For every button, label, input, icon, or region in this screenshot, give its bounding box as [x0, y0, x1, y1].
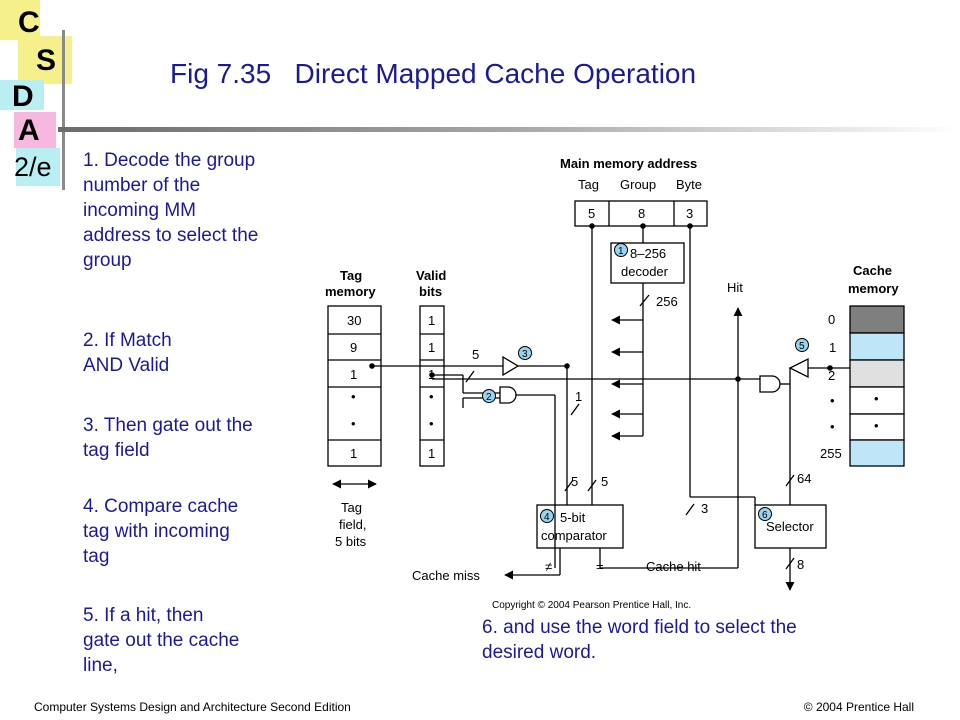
diagram-copyright: Copyright © 2004 Pearson Prentice Hall, …	[492, 600, 691, 611]
valid-value-3: •	[429, 389, 434, 404]
tag-memory-title-2: memory	[325, 284, 376, 299]
cache-index-0: 0	[828, 312, 835, 327]
cache-index-3: •	[830, 393, 835, 408]
cache-index-1: 1	[829, 340, 836, 355]
step-marker-6: 6	[762, 510, 768, 521]
bus-label-1: 1	[575, 389, 582, 404]
tag-field-note-3: 5 bits	[335, 534, 367, 549]
cache-dot-1: •	[874, 391, 879, 406]
step-6-text: 6. and use the word field to select the …	[482, 617, 797, 663]
cache-line-0	[849, 305, 905, 334]
main-memory-address-label: Main memory address	[560, 156, 697, 171]
footer-left: Computer Systems Design and Architecture…	[34, 700, 351, 714]
field-byte-width: 3	[686, 206, 693, 221]
logo-vertical-line	[62, 30, 65, 190]
valid-bits-column	[419, 305, 445, 467]
step-marker-1: 1	[618, 246, 624, 257]
cache-line-1	[849, 332, 905, 361]
tag-value-4: •	[351, 416, 356, 431]
logo-block-yellow	[0, 0, 40, 40]
step-3-text: 3. Then gate out the tag field	[83, 415, 253, 461]
logo-block-pink	[14, 112, 56, 148]
tag-value-0: 30	[347, 313, 361, 328]
bus-label-256: 256	[656, 294, 678, 309]
field-group-width: 8	[638, 206, 645, 221]
step-marker-4: 4	[544, 512, 550, 523]
step-4-text: 4. Compare cache tag with incoming tag	[83, 496, 239, 567]
decoder-label-1: 8–256	[630, 246, 666, 261]
decoder-label-2: decoder	[621, 264, 669, 279]
tag-field-note-1: Tag	[341, 500, 362, 515]
field-tag-width: 5	[588, 206, 595, 221]
cache-line-2	[849, 359, 905, 388]
tag-memory-title-1: Tag	[340, 268, 362, 283]
logo-edition: 2/e	[14, 152, 52, 182]
tag-memory-column	[327, 305, 382, 467]
not-equal-label: ≠	[545, 559, 552, 574]
cache-memory-title-1: Cache	[853, 263, 892, 278]
step-marker-5: 5	[799, 341, 805, 352]
footer-right: © 2004 Prentice Hall	[803, 700, 914, 714]
tag-field-note-2: field,	[339, 517, 366, 532]
bus-label-3: 3	[701, 501, 708, 516]
field-byte-label: Byte	[676, 177, 702, 192]
bus-label-5-cmp-a: 5	[571, 474, 578, 489]
tag-value-2: 1	[350, 367, 357, 382]
cache-line-4	[849, 413, 905, 441]
slide-title: Fig 7.35 Direct Mapped Cache Operation	[170, 58, 697, 89]
tag-gate-3	[502, 355, 520, 377]
address-register	[574, 200, 708, 227]
selector-label: Selector	[766, 519, 814, 534]
logo-block-cyan-2	[16, 148, 60, 186]
bus-label-64: 64	[797, 471, 811, 486]
bus-label-5-tag: 5	[472, 347, 479, 362]
step-2-text: 2. If Match AND Valid	[83, 330, 172, 376]
step-1-text: 1. Decode the group number of the incomi…	[83, 150, 259, 271]
valid-value-0: 1	[428, 313, 435, 328]
cache-index-4: •	[830, 419, 835, 434]
valid-value-4: •	[429, 416, 434, 431]
cache-dot-2: •	[874, 418, 879, 433]
cache-and-gate	[759, 375, 781, 393]
cache-index-255: 255	[820, 446, 842, 461]
field-group-label: Group	[620, 177, 656, 192]
cache-hit-label: Cache hit	[646, 559, 701, 574]
tag-value-1: 9	[350, 340, 357, 355]
cache-miss-label: Cache miss	[412, 568, 480, 583]
comparator-label-1: 5-bit	[560, 510, 586, 525]
valid-value-5: 1	[428, 446, 435, 461]
logo-block-cyan	[0, 80, 44, 110]
step-marker-2: 2	[486, 392, 492, 403]
step-5-text: 5. If a hit, then gate out the cache lin…	[83, 605, 240, 676]
bus-label-8: 8	[797, 557, 804, 572]
bus-label-5-cmp-b: 5	[601, 474, 608, 489]
cache-index-2: 2	[828, 368, 835, 383]
field-tag-label: Tag	[578, 177, 599, 192]
title-rule	[58, 127, 960, 132]
valid-value-2: 1	[428, 367, 435, 382]
valid-value-1: 1	[428, 340, 435, 355]
cache-memory-title-2: memory	[848, 281, 899, 296]
comparator-label-2: comparator	[541, 528, 607, 543]
hit-label: Hit	[727, 280, 743, 295]
valid-bits-title-2: bits	[419, 284, 442, 299]
tag-value-3: •	[351, 389, 356, 404]
logo-letter-c: C	[18, 6, 40, 39]
cache-gate-5	[788, 357, 809, 379]
valid-bits-title-1: Valid	[416, 268, 446, 283]
logo-letter-d: D	[12, 80, 34, 113]
logo-letter-a: A	[18, 114, 40, 147]
and-gate-2	[499, 386, 517, 404]
tag-value-5: 1	[350, 446, 357, 461]
csda-logo: C S D A 2/e	[0, 0, 72, 190]
step-marker-3: 3	[522, 349, 528, 360]
cache-line-255	[849, 439, 905, 467]
equal-label: =	[596, 559, 604, 574]
logo-letter-s: S	[36, 44, 57, 77]
